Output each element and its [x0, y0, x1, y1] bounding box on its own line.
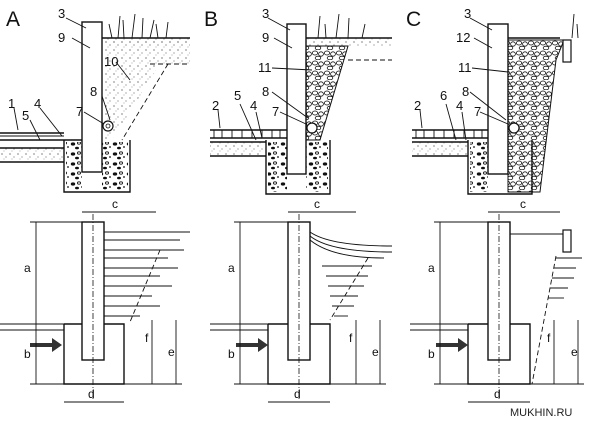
- panel-a-label-7: 7: [76, 104, 83, 119]
- dim-d-left: d: [88, 387, 95, 401]
- panel-b-section: [210, 13, 392, 195]
- panel-c-label-12: 12: [456, 30, 470, 45]
- panel-a-label-5: 5: [22, 108, 29, 123]
- panel-c-label-6: 6: [440, 88, 447, 103]
- panel-a-label-10: 10: [104, 54, 118, 69]
- panel-a-section: [0, 13, 190, 193]
- paving-blocks-c: [412, 129, 488, 157]
- dim-b-right: b: [428, 347, 435, 361]
- panel-c-label-11: 11: [458, 60, 472, 75]
- dim-f-right: f: [547, 331, 551, 345]
- panel-a-label-8: 8: [90, 84, 97, 99]
- dim-f-mid: f: [349, 331, 353, 345]
- panel-a-label-3: 3: [58, 6, 65, 21]
- panel-c-label-3: 3: [464, 6, 471, 21]
- panel-c-label-2: 2: [414, 98, 421, 113]
- panel-b-label-2: 2: [212, 98, 219, 113]
- panel-b-label-8: 8: [262, 84, 269, 99]
- dim-a-left: a: [24, 261, 31, 275]
- dim-e-mid: e: [372, 345, 379, 359]
- dim-a-right: a: [428, 261, 435, 275]
- paving-blocks-b: [210, 129, 287, 157]
- dim-c-left: c: [112, 197, 118, 211]
- panel-b-label-11: 11: [258, 60, 272, 75]
- panel-c-letter: C: [406, 8, 421, 31]
- dim-d-mid: d: [294, 387, 301, 401]
- panel-a-label-1: 1: [8, 96, 15, 111]
- dim-e-right: e: [571, 345, 578, 359]
- dim-d-right: d: [494, 387, 501, 401]
- watermark: MUKHIN.RU: [510, 407, 572, 419]
- dim-e-left: e: [168, 345, 175, 359]
- panel-a-letter: A: [6, 8, 20, 31]
- panel-b-label-3: 3: [262, 6, 269, 21]
- panel-b-label-4: 4: [250, 98, 257, 113]
- panel-c-section: [412, 13, 579, 195]
- dim-b-left: b: [24, 347, 31, 361]
- panel-b-label-7: 7: [272, 104, 279, 119]
- pressure-diagram-c: [410, 211, 584, 403]
- panel-a-label-4: 4: [34, 96, 41, 111]
- pressure-diagram-b: [210, 211, 393, 403]
- dim-c-mid: c: [314, 197, 320, 211]
- panel-c-label-7: 7: [474, 104, 481, 119]
- pressure-diagram-a: [0, 211, 190, 403]
- dim-b-mid: b: [228, 347, 235, 361]
- panel-c-label-4: 4: [456, 98, 463, 113]
- panel-b-label-9: 9: [262, 30, 269, 45]
- panel-b-label-5: 5: [234, 88, 241, 103]
- panel-c-label-8: 8: [462, 84, 469, 99]
- dim-f-left: f: [145, 331, 149, 345]
- dim-a-mid: a: [228, 261, 235, 275]
- dim-c-right: c: [520, 197, 526, 211]
- panel-b-letter: B: [204, 8, 218, 31]
- panel-a-label-9: 9: [58, 30, 65, 45]
